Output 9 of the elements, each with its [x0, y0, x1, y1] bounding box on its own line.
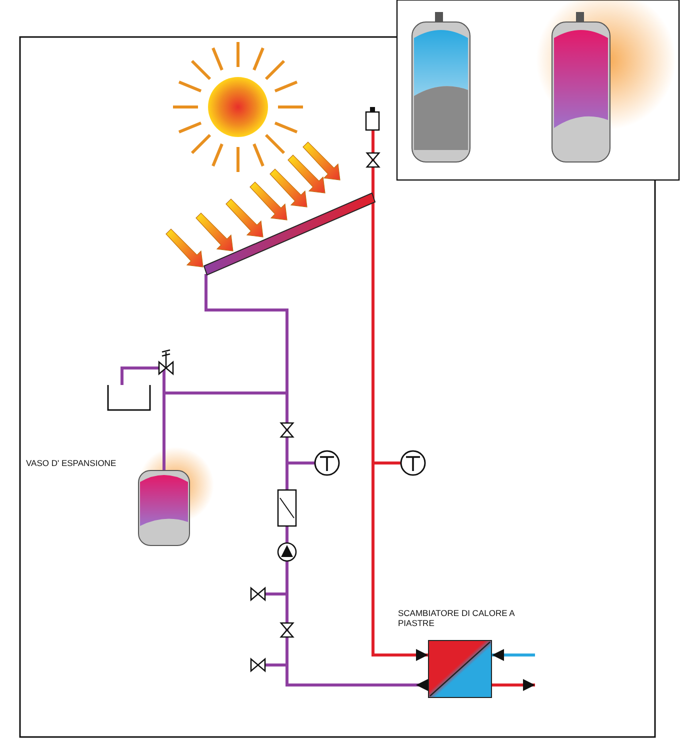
thermometer-icon	[400, 450, 426, 476]
pipe	[492, 649, 535, 661]
drain-tank	[107, 385, 151, 411]
exchanger-label: SCAMBIATORE DI CALORE A PIASTRE	[398, 608, 516, 628]
solar-collector	[203, 192, 376, 276]
vessel-label: VASO D' ESPANSIONE	[26, 458, 118, 468]
pipe	[492, 679, 535, 691]
air-vent-icon	[365, 107, 380, 131]
thermometer-icon	[314, 450, 340, 476]
